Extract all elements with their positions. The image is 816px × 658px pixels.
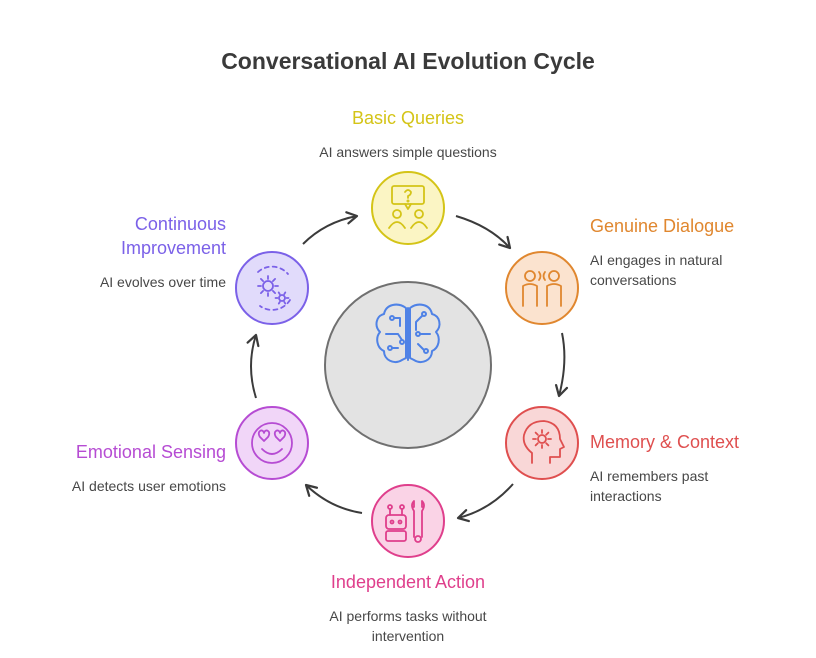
- step-label-emotional-sensing: Emotional Sensing: [75, 442, 226, 462]
- question-bubble-people-icon: [388, 185, 428, 229]
- heart-eyes-smiley-icon: [251, 422, 293, 464]
- arrow-memory-to-action: [456, 483, 514, 523]
- step-desc-independent-action: AI performs tasks without intervention: [329, 608, 487, 644]
- step-desc-emotional-sensing: AI detects user emotions: [71, 478, 226, 494]
- step-label-continuous-improvement: Continuous Improvement: [120, 214, 226, 258]
- brain-circuit-icon: [375, 303, 441, 363]
- step-circle-2: [505, 251, 579, 325]
- step-circle-4: [371, 484, 445, 558]
- head-gear-icon: [522, 420, 565, 464]
- step-desc-memory-context: AI remembers past interactions: [590, 468, 709, 504]
- robot-wrench-icon: [385, 500, 425, 543]
- step-desc-genuine-dialogue: AI engages in natural conversations: [590, 252, 723, 288]
- step-circle-5: [235, 406, 309, 480]
- step-desc-continuous-improvement: AI evolves over time: [99, 274, 226, 290]
- step-desc-basic-queries: AI answers simple questions: [319, 144, 497, 160]
- arrow-basic-to-dialogue: [455, 215, 512, 250]
- step-label-genuine-dialogue: Genuine Dialogue: [590, 216, 735, 236]
- step-label-basic-queries: Basic Queries: [351, 108, 465, 128]
- cycle-gears-icon: [257, 265, 291, 311]
- step-label-memory-context: Memory & Context: [590, 432, 740, 452]
- step-label-independent-action: Independent Action: [330, 572, 486, 592]
- center-hub: [324, 281, 492, 449]
- arrow-emotional-to-continuous: [246, 333, 260, 399]
- arrow-dialogue-to-memory: [554, 332, 569, 398]
- diagram-title: Conversational AI Evolution Cycle: [221, 48, 595, 74]
- two-people-talking-icon: [522, 270, 562, 307]
- arrow-continuous-to-basic: [302, 211, 359, 245]
- arrow-action-to-emotional: [304, 483, 363, 514]
